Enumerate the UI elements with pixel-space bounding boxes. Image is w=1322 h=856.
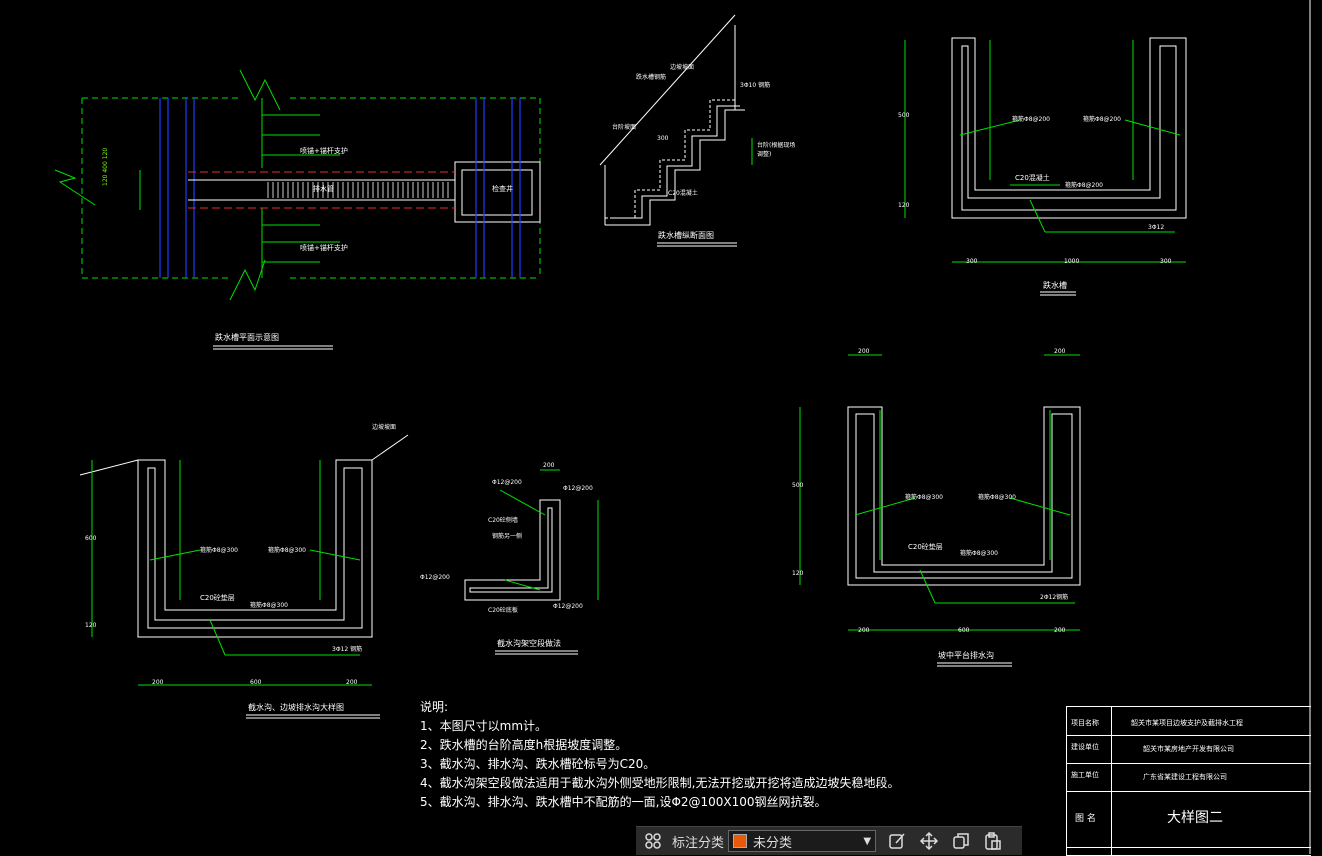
ditch-section [79, 434, 409, 686]
note-item: 3、截水沟、排水沟、跌水槽砼标号为C20。 [420, 757, 656, 771]
platform-dim-h: 500 [792, 482, 804, 489]
notes: 说明: 1、本图尺寸以mm计。 2、跌水槽的台阶高度h根据坡度调整。 3、截水沟… [420, 698, 899, 812]
tank-dim-b: 120 [898, 202, 910, 209]
plan-pipe-label: 排水管 [313, 185, 334, 193]
tb-value-2: 广东省某建设工程有限公司 [1143, 773, 1227, 781]
ditch-label-bottom: 箍筋Φ8@300 [250, 602, 288, 609]
title-block: 项目名称 韶关市某项目边坡支护及截排水工程 建设单位 韶关市某房地产开发有限公司… [1066, 706, 1311, 856]
platform-label-c20: C20砼垫层 [908, 543, 943, 551]
platform-title: 坡中平台排水沟 [938, 651, 994, 660]
tank-dim-w2: 1000 [1064, 258, 1080, 265]
tb-label-0: 项目名称 [1071, 719, 1099, 727]
ditch-slope-label: 边坡坡面 [372, 424, 397, 431]
copy-icon[interactable] [948, 828, 974, 854]
tank-label-inner-left: 箍筋Φ8@200 [1012, 116, 1050, 123]
plan-dims: 120 400 120 [102, 147, 109, 186]
tank-dim-w3: 300 [1160, 258, 1172, 265]
plan-view [54, 69, 541, 301]
tb-drawing-label: 图 名 [1075, 814, 1096, 824]
tb-label-1: 建设单位 [1071, 743, 1099, 751]
platform-label-inner-left: 箍筋Φ8@300 [905, 494, 943, 501]
step-label-4: 300 [657, 135, 669, 142]
step-label-7: C20混凝土 [668, 190, 698, 197]
platform-label-inner-right: 箍筋Φ8@300 [978, 494, 1016, 501]
step-label-3: 3Φ10 钢筋 [740, 82, 771, 89]
ditch-dim-w1: 200 [152, 679, 164, 686]
tank-section [904, 37, 1187, 263]
step-label-1: 边坡坡面 [670, 64, 695, 71]
ditch-label-c20: C20砼垫层 [200, 594, 235, 602]
platform-dim-w1: 200 [858, 627, 870, 634]
chevron-down-icon: ▼ [863, 835, 872, 847]
plan-well-label: 检查井 [492, 185, 513, 193]
ditch-label-rebar: 3Φ12 钢筋 [332, 646, 363, 653]
plan-title: 跌水槽平面示意图 [215, 333, 279, 342]
tank-dim-w1: 300 [966, 258, 978, 265]
ditch-label-inner-left: 箍筋Φ8@300 [200, 547, 238, 554]
connect-label-5: Φ12@200 [420, 574, 450, 581]
platform-dim-w2: 600 [958, 627, 970, 634]
connect-label-4: 钢筋另一侧 [492, 533, 523, 540]
tb-drawing-name: 大样图二 [1167, 810, 1223, 826]
platform-section [799, 354, 1081, 631]
connect-label-2: Φ12@200 [563, 485, 593, 492]
tb-label-2: 施工单位 [1071, 771, 1099, 779]
note-item: 1、本图尺寸以mm计。 [420, 719, 548, 733]
note-item: 4、截水沟架空段做法适用于截水沟外侧受地形限制,无法开挖或开挖将造成边坡失稳地段… [420, 776, 900, 790]
step-label-8: 台阶(根据现场调整) [757, 142, 796, 158]
connect-label-1: Φ12@200 [492, 479, 522, 486]
connect-title: 截水沟架空段做法 [497, 639, 561, 648]
notes-heading: 说明: [420, 700, 449, 714]
category-label: 标注分类 [672, 835, 725, 851]
step-label-2: 台阶坡面 [612, 124, 637, 131]
connect-label-0: 200 [543, 462, 555, 469]
connect-label-3: C20砼侧墙 [488, 517, 518, 524]
connect-label-6: C20砼底板 [488, 607, 518, 614]
platform-dim-w3: 200 [1054, 627, 1066, 634]
connect-label-7: Φ12@200 [553, 603, 583, 610]
tank-label-rebar: 3Φ12 [1148, 224, 1165, 231]
step-label-0: 跌水槽钢筋 [636, 74, 667, 81]
edit-icon[interactable] [884, 828, 910, 854]
tank-label-bottom: 箍筋Φ8@200 [1065, 182, 1103, 189]
platform-dim-t1: 200 [858, 348, 870, 355]
ditch-title: 截水沟、边坡排水沟大样图 [248, 703, 344, 712]
plan-slope-top-label: 喷锚+锚杆支护 [300, 147, 348, 155]
note-item: 2、跌水槽的台阶高度h根据坡度调整。 [420, 738, 628, 752]
annotation-toolbar: 标注分类 未分类 ▼ [636, 826, 1022, 855]
category-value: 未分类 [753, 835, 793, 851]
grid-icon[interactable] [640, 828, 666, 854]
move-icon[interactable] [916, 828, 942, 854]
step-section [599, 14, 753, 226]
tank-dim-h: 500 [898, 112, 910, 119]
platform-label-bottom: 箍筋Φ8@300 [960, 550, 998, 557]
note-item: 5、截水沟、排水沟、跌水槽中不配筋的一面,设Φ2@100X100钢丝网抗裂。 [420, 795, 827, 809]
connect-detail [464, 469, 599, 601]
tb-value-0: 韶关市某项目边坡支护及截排水工程 [1131, 719, 1243, 727]
ditch-dim-w2: 600 [250, 679, 262, 686]
tank-label-inner-right: 箍筋Φ8@200 [1083, 116, 1121, 123]
ditch-dim-b: 120 [85, 622, 97, 629]
tb-value-1: 韶关市某房地产开发有限公司 [1143, 745, 1234, 753]
tank-label-c20: C20混凝土 [1015, 174, 1050, 182]
platform-dim-t2: 200 [1054, 348, 1066, 355]
category-select[interactable]: 未分类 ▼ [728, 830, 877, 852]
step-title: 跌水槽纵断面图 [658, 231, 714, 240]
tank-title: 跌水槽 [1043, 281, 1067, 290]
category-color-swatch [733, 834, 748, 848]
platform-dim-b: 120 [792, 570, 804, 577]
ditch-dim-w3: 200 [346, 679, 358, 686]
ditch-dim-h: 600 [85, 535, 97, 542]
paste-icon[interactable] [980, 828, 1006, 854]
plan-slope-bottom-label: 喷锚+锚杆支护 [300, 244, 348, 252]
platform-label-rebar: 2Φ12钢筋 [1040, 594, 1069, 601]
ditch-label-inner-right: 箍筋Φ8@300 [268, 547, 306, 554]
